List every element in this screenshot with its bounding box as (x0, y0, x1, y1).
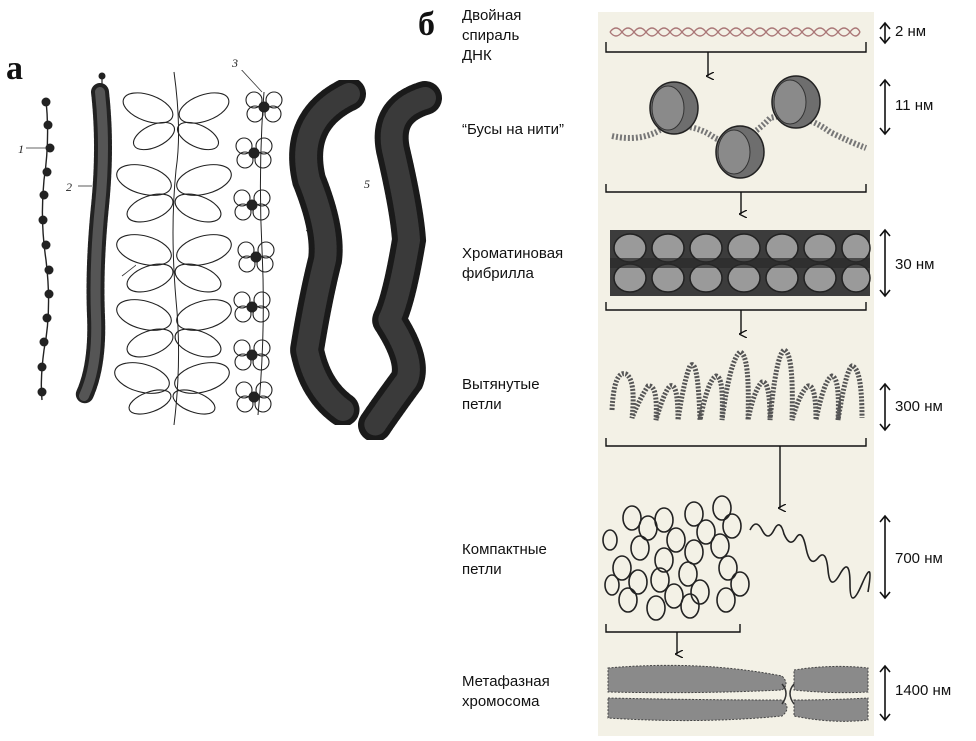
bracket-3 (605, 302, 867, 311)
stage-label-compact-loops: Компактные петли (462, 541, 547, 578)
compact-loops (602, 495, 871, 621)
dna-double-helix (609, 27, 861, 37)
beads-on-string-figure (26, 97, 55, 401)
size-bracket-300nm (879, 382, 891, 432)
size-label-2nm: 2 нм (895, 23, 927, 40)
size-bracket-11nm (879, 78, 891, 136)
stage-label-dna: Двойная спираль ДНК (462, 7, 522, 64)
size-bracket-2nm (879, 21, 891, 45)
condensed-fibre-figure-4 (289, 80, 366, 425)
size-label-700nm: 700 нм (895, 550, 943, 567)
panel-b-illustrations (602, 21, 891, 722)
chromatin-fibril (610, 230, 871, 296)
label-5: 5 (364, 177, 370, 191)
size-bracket-700nm (879, 514, 891, 600)
panel-a-letter: а (6, 50, 23, 87)
panel-b-letter: б (418, 6, 435, 43)
extended-loops (609, 347, 865, 421)
stage-label-metaphase: Метафазная хромосома (462, 673, 550, 710)
size-label-11nm: 11 нм (895, 97, 934, 114)
chromatin-fibre-figure (75, 72, 136, 405)
size-bracket-1400nm (879, 664, 891, 722)
stage-label-extended-loops: Вытянутые петли (462, 376, 540, 413)
size-bracket-30nm (879, 228, 891, 298)
size-label-300nm: 300 нм (895, 398, 943, 415)
metaphase-chromosome (607, 664, 869, 722)
chromatin-loops-figure (114, 71, 232, 426)
rosettes-figure (233, 70, 283, 416)
bracket-4 (605, 438, 867, 447)
bracket-5 (605, 624, 741, 633)
bracket-1 (605, 42, 867, 53)
label-1: 1 (18, 142, 24, 156)
condensed-fibre-figure-5 (358, 81, 442, 440)
nucleosome-beads (611, 75, 868, 179)
stage-label-fibril: Хроматиновая фибрилла (462, 245, 564, 282)
label-3: 3 (232, 56, 238, 70)
size-label-1400nm: 1400 нм (895, 682, 952, 699)
stage-label-beads: “Бусы на нити” (462, 121, 564, 138)
bracket-2 (605, 184, 867, 193)
size-label-30nm: 30 нм (895, 256, 935, 273)
label-2: 2 (66, 180, 72, 194)
